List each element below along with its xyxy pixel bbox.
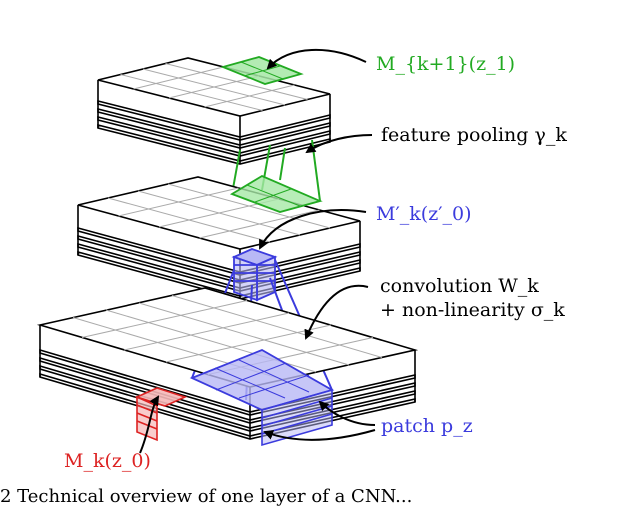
label-conv-line2: + non-linearity σ_k bbox=[380, 299, 565, 321]
middle-center-column bbox=[233, 255, 276, 302]
caption-fragment: 2 Technical overview of one layer of a C… bbox=[0, 486, 412, 506]
top-stack-grid bbox=[120, 63, 308, 111]
patch-region-grid bbox=[214, 359, 310, 399]
label-conv-line1: convolution W_k bbox=[380, 275, 539, 297]
pooling-region-grid bbox=[246, 184, 301, 207]
arrow-patch-1 bbox=[318, 400, 376, 426]
label-patch: patch p_z bbox=[381, 415, 473, 437]
bottom-feature-map-stack bbox=[36, 287, 419, 447]
label-pooling: feature pooling γ_k bbox=[381, 124, 567, 146]
middle-stack-grid bbox=[107, 183, 331, 243]
arrow-patch-2 bbox=[263, 429, 376, 441]
top-stack-side bbox=[97, 80, 331, 164]
arrow-pooling bbox=[305, 134, 373, 154]
middle-feature-map-stack bbox=[77, 174, 361, 302]
top-stack-slabs bbox=[97, 99, 331, 165]
arrow-conv bbox=[304, 284, 369, 340]
arrow-top-map bbox=[266, 48, 367, 70]
top-feature-map-stack bbox=[97, 56, 331, 165]
arrow-input-map bbox=[139, 395, 160, 454]
bottom-stack-grid bbox=[72, 295, 383, 380]
label-mid-map: M′_k(z′_0) bbox=[376, 203, 472, 225]
arrow-mid-map bbox=[259, 209, 367, 250]
label-input-map: M_k(z_0) bbox=[64, 450, 151, 472]
label-top-map: M_{k+1}(z_1) bbox=[376, 53, 515, 75]
bottom-stack-top-face bbox=[36, 287, 419, 388]
annotation-arrows bbox=[139, 48, 376, 454]
